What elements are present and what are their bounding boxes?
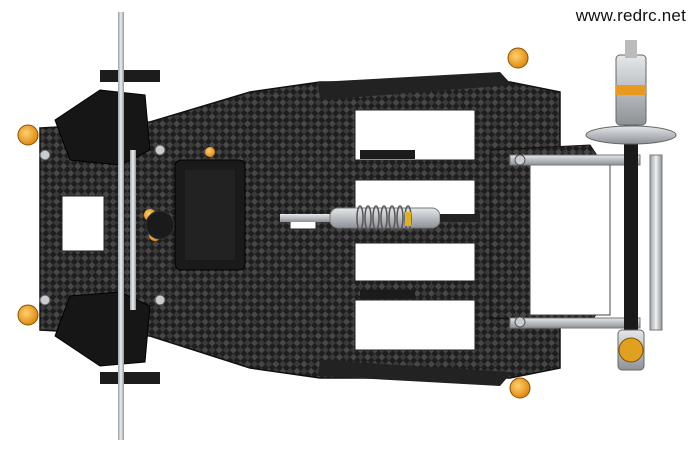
- screws: [39, 144, 526, 328]
- front-suspension: [54, 12, 160, 440]
- rear-axle: [585, 40, 677, 371]
- steering-servo: [145, 159, 246, 271]
- center-shock: [280, 205, 480, 231]
- rear-pod: [489, 144, 663, 331]
- watermark-text: www.redrc.net: [575, 6, 686, 25]
- top-deck-bars: [318, 72, 512, 386]
